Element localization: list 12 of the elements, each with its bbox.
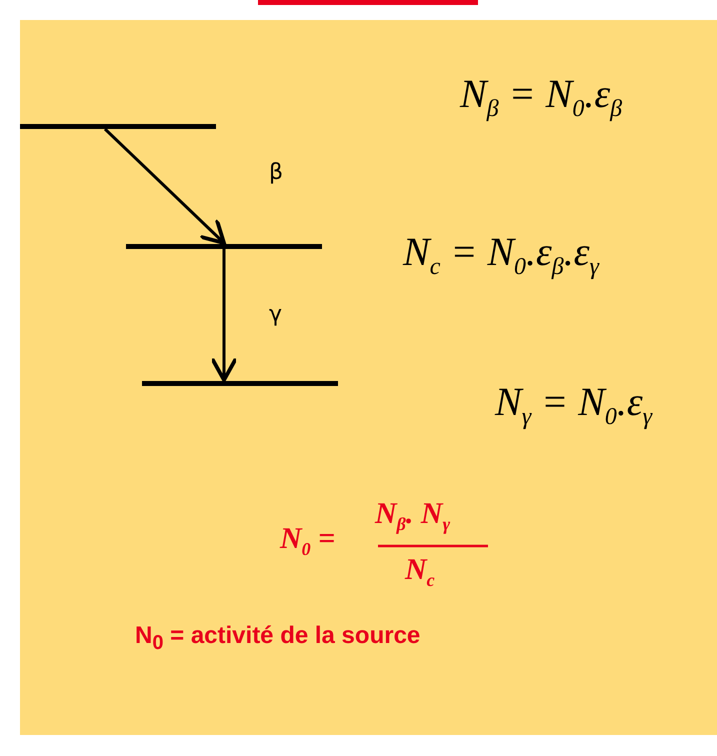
denominator: N$_{c}$ — [405, 553, 435, 591]
formula: N$_{β}$ = N$_{0}$.ε$_{β}$ — [460, 70, 622, 123]
numerator: N$_{β}$. N$_{γ}$ — [375, 497, 450, 535]
energy-level-bar — [126, 244, 322, 249]
energy-level-bar — [142, 381, 338, 386]
formula: N$_{γ}$ = N$_{0}$.ε$_{γ}$ — [495, 378, 652, 431]
formula: N$_{c}$ = N$_{0}$.ε$_{β}$.ε$_{γ}$ — [403, 228, 599, 281]
arrow — [210, 249, 238, 382]
energy-level-bar — [20, 124, 216, 129]
arrow — [104, 128, 226, 245]
definition-text: N$_{0}$ = activité de la source — [135, 622, 420, 655]
formula: N$_{0}$ = — [280, 522, 336, 560]
